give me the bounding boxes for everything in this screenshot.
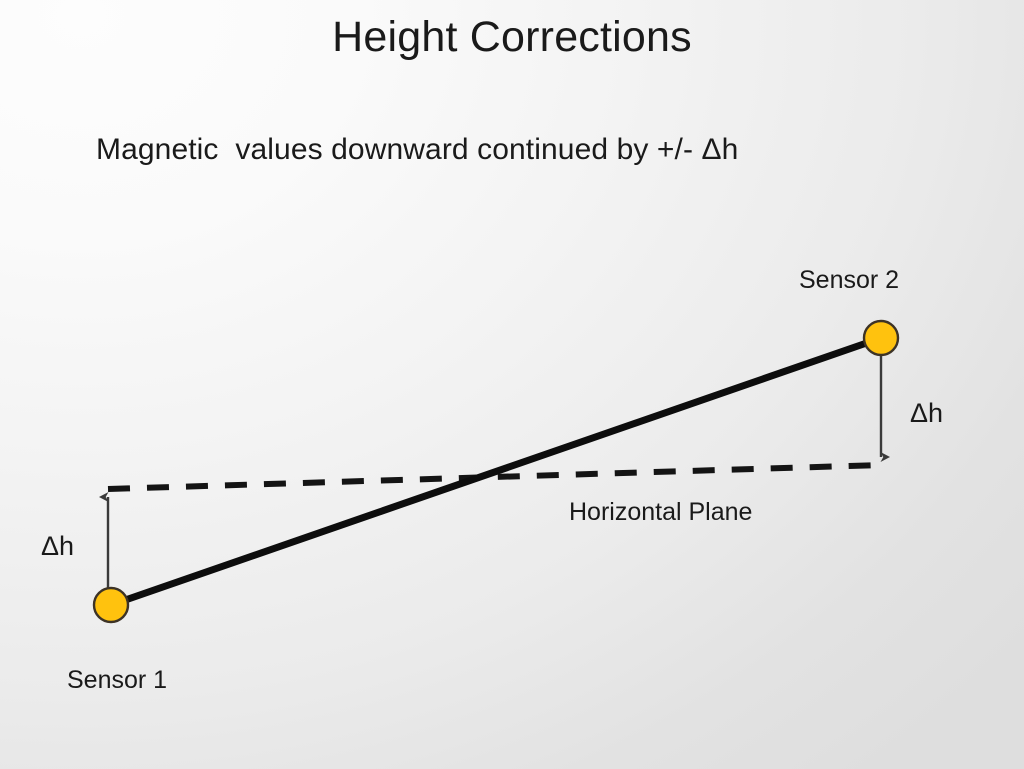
page-title: Height Corrections	[332, 13, 692, 61]
sensor-1-marker[interactable]	[92, 586, 130, 624]
sensor-2-label: Sensor 2	[799, 266, 900, 294]
horizontal-plane-line	[107, 462, 882, 492]
subtitle-text: Magnetic values downward continued by +/…	[96, 133, 739, 166]
sensor-2-marker[interactable]	[862, 319, 900, 357]
sensor-profile-line	[107, 334, 885, 609]
sensor-1-label: Sensor 1	[67, 666, 168, 694]
delta-h-right-label: Δh	[910, 398, 944, 428]
horizontal-plane-label: Horizontal Plane	[569, 498, 753, 526]
delta-h-left-label: Δh	[41, 531, 75, 561]
